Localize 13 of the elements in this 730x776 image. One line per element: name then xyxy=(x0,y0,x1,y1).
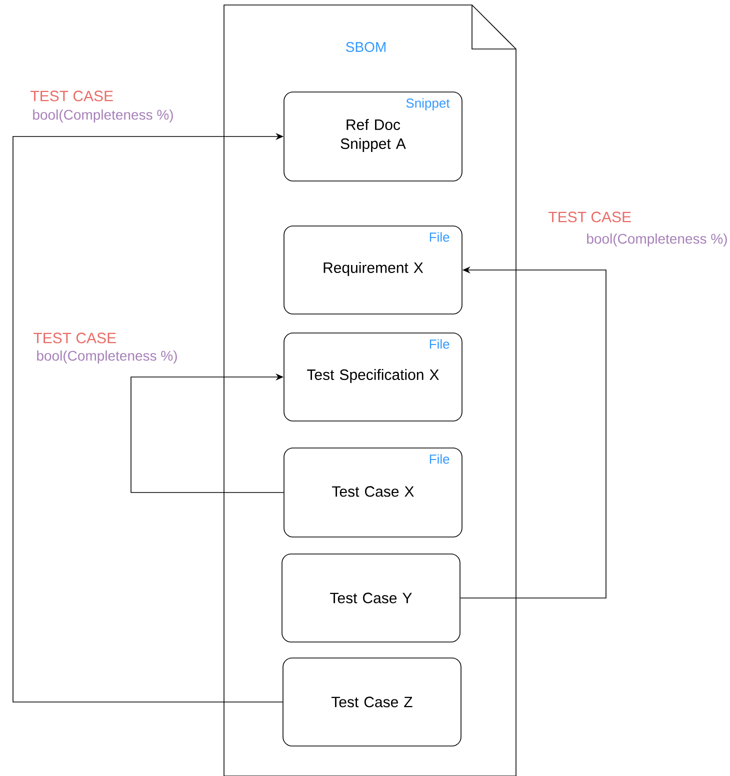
arrow xyxy=(130,373,284,493)
condition-label: bool(Completeness %) xyxy=(37,350,177,364)
edge-label: TEST CASE xyxy=(34,332,116,344)
process-box: File Requirement X xyxy=(284,226,462,314)
edge-label: TEST CASE xyxy=(30,90,113,102)
process-box: Test Case Z xyxy=(282,658,462,746)
condition-label: bool(Completeness %) xyxy=(33,109,173,123)
process-box: Snippet Ref Doc Snippet A xyxy=(284,92,462,182)
process-box: File Test Specification X xyxy=(284,332,462,422)
edge-label: TEST CASE xyxy=(548,212,631,222)
process-box: Test Case Y xyxy=(282,554,460,642)
condition-label: bool(Completeness %) xyxy=(587,233,727,247)
process-box: File Test Case X xyxy=(284,448,462,538)
